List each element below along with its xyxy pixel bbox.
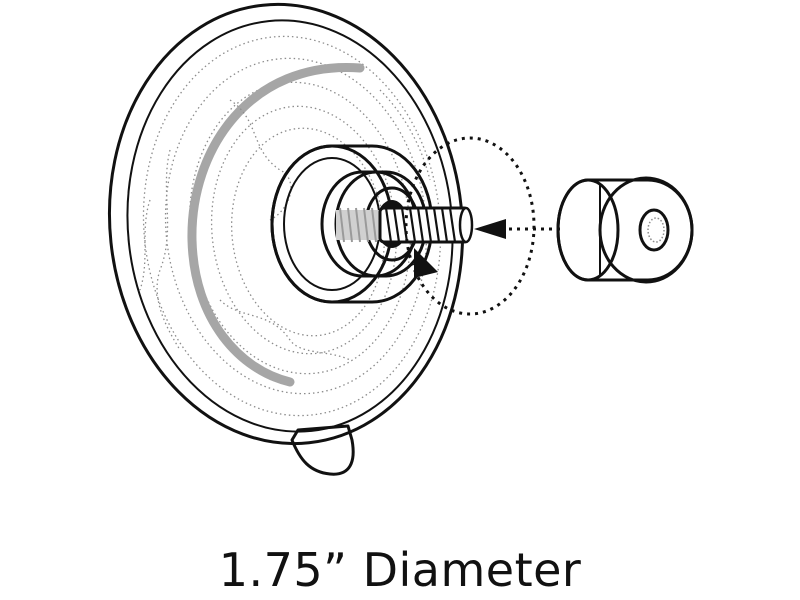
detail-callout-circle bbox=[404, 136, 536, 316]
diameter-caption: 1.75” Diameter bbox=[218, 543, 582, 597]
suction-cup-assembly-diagram bbox=[107, 2, 694, 476]
pointer-arrow-icon bbox=[414, 248, 438, 278]
assembly-arrow bbox=[474, 219, 560, 239]
threaded-stud bbox=[336, 206, 474, 244]
nut bbox=[556, 176, 694, 284]
